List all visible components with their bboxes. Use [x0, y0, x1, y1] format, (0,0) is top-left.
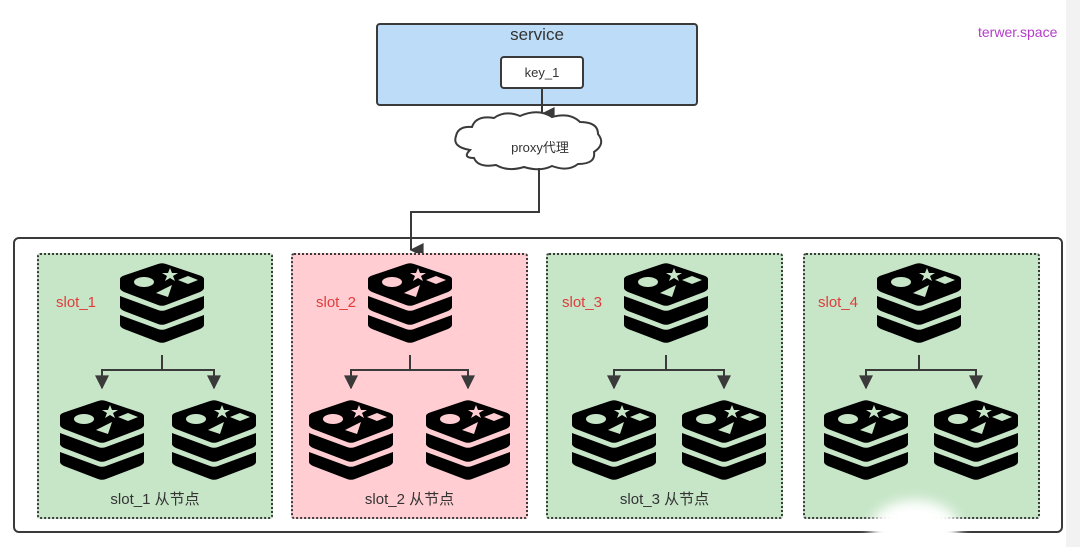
slot-label: slot_2 [316, 294, 357, 311]
redis-replica-icon[interactable] [568, 400, 660, 480]
proxy-label: proxy代理 [511, 140, 569, 155]
redis-replica-icon[interactable] [820, 400, 912, 480]
redis-replica-icon[interactable] [56, 400, 148, 480]
slot-label: slot_4 [818, 294, 859, 311]
redis-master-icon[interactable] [364, 263, 456, 343]
slot-label: slot_1 [56, 294, 97, 311]
redis-master-icon[interactable] [620, 263, 712, 343]
watermark-text: terwer.space [978, 24, 1058, 40]
redis-replica-icon[interactable] [422, 400, 514, 480]
redis-replica-icon[interactable] [168, 400, 260, 480]
redis-replica-icon[interactable] [678, 400, 770, 480]
key-node[interactable]: key_1 [500, 56, 584, 89]
page-edge-strip [1066, 0, 1080, 547]
redis-master-icon[interactable] [116, 263, 208, 343]
redis-replica-icon[interactable] [930, 400, 1022, 480]
cluster-container [13, 237, 1063, 533]
service-title: service [510, 25, 564, 44]
redis-replica-icon[interactable] [305, 400, 397, 480]
replica-label: slot_1 从节点 [110, 491, 200, 508]
replica-label: slot_2 从节点 [364, 491, 455, 508]
image-smudge [870, 500, 960, 560]
redis-master-icon[interactable] [873, 263, 965, 343]
slot-label: slot_3 [562, 294, 603, 311]
replica-label: slot_3 从节点 [619, 491, 710, 508]
